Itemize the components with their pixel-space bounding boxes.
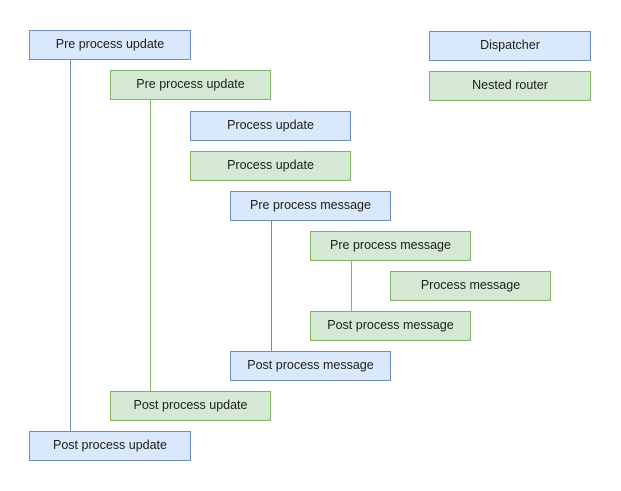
edge-pre-to-post-process-update-router [150, 100, 151, 391]
legend-item-dispatcher[interactable]: Dispatcher [429, 31, 591, 61]
node-process-message-router[interactable]: Process message [390, 271, 551, 301]
node-pre-process-message-dispatcher[interactable]: Pre process message [230, 191, 391, 221]
node-pre-process-message-router[interactable]: Pre process message [310, 231, 471, 261]
legend-item-nested-router[interactable]: Nested router [429, 71, 591, 101]
edge-pre-to-post-process-message-dispatcher [271, 221, 272, 351]
node-post-process-update-router[interactable]: Post process update [110, 391, 271, 421]
node-post-process-message-dispatcher[interactable]: Post process message [230, 351, 391, 381]
node-post-process-message-router[interactable]: Post process message [310, 311, 471, 341]
edge-pre-to-post-process-update-dispatcher [70, 60, 71, 431]
node-process-update-dispatcher[interactable]: Process update [190, 111, 351, 141]
node-post-process-update-dispatcher[interactable]: Post process update [29, 431, 191, 461]
node-pre-process-update-router[interactable]: Pre process update [110, 70, 271, 100]
node-pre-process-update-dispatcher[interactable]: Pre process update [29, 30, 191, 60]
node-process-update-router[interactable]: Process update [190, 151, 351, 181]
edge-pre-to-post-process-message-router [351, 261, 352, 311]
